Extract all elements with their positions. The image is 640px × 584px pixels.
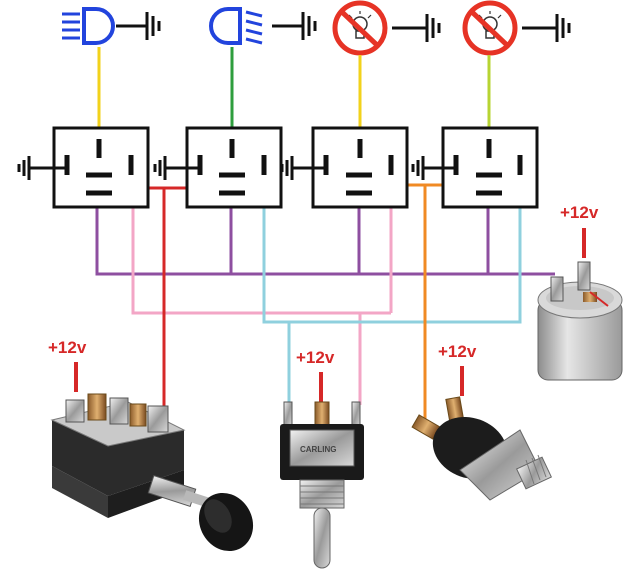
push-pull-switch bbox=[50, 362, 254, 552]
pressure-switch bbox=[411, 366, 553, 501]
v-label-pressure-switch: +12v bbox=[438, 342, 477, 361]
ground-icon bbox=[116, 12, 161, 40]
relay-4 bbox=[441, 126, 539, 209]
relay-2 bbox=[185, 126, 283, 209]
ground-icon bbox=[153, 156, 200, 180]
ground-icon bbox=[280, 156, 326, 180]
ground-icon bbox=[272, 12, 317, 40]
lamp-feed-wires bbox=[97, 47, 491, 138]
ground-icon bbox=[522, 14, 571, 42]
brake-light-off-icon bbox=[462, 0, 518, 56]
v-label-push-switch: +12v bbox=[48, 338, 87, 357]
relay-1 bbox=[52, 126, 150, 209]
switch-marking: CARLING bbox=[300, 445, 336, 454]
harness-wires bbox=[95, 180, 555, 420]
relay-3 bbox=[311, 126, 409, 209]
ground-icon bbox=[411, 156, 456, 180]
flasher-relay bbox=[537, 228, 623, 381]
v-label-flasher: +12v bbox=[560, 203, 599, 222]
high-beam-headlight-icon bbox=[62, 7, 115, 45]
v-label-toggle-switch: +12v bbox=[296, 348, 335, 367]
brake-light-off-icon bbox=[332, 0, 388, 56]
ground-icon bbox=[17, 156, 66, 180]
headlight-icon bbox=[209, 7, 263, 45]
ground-icon bbox=[392, 14, 441, 42]
toggle-switch: CARLING bbox=[280, 372, 364, 569]
